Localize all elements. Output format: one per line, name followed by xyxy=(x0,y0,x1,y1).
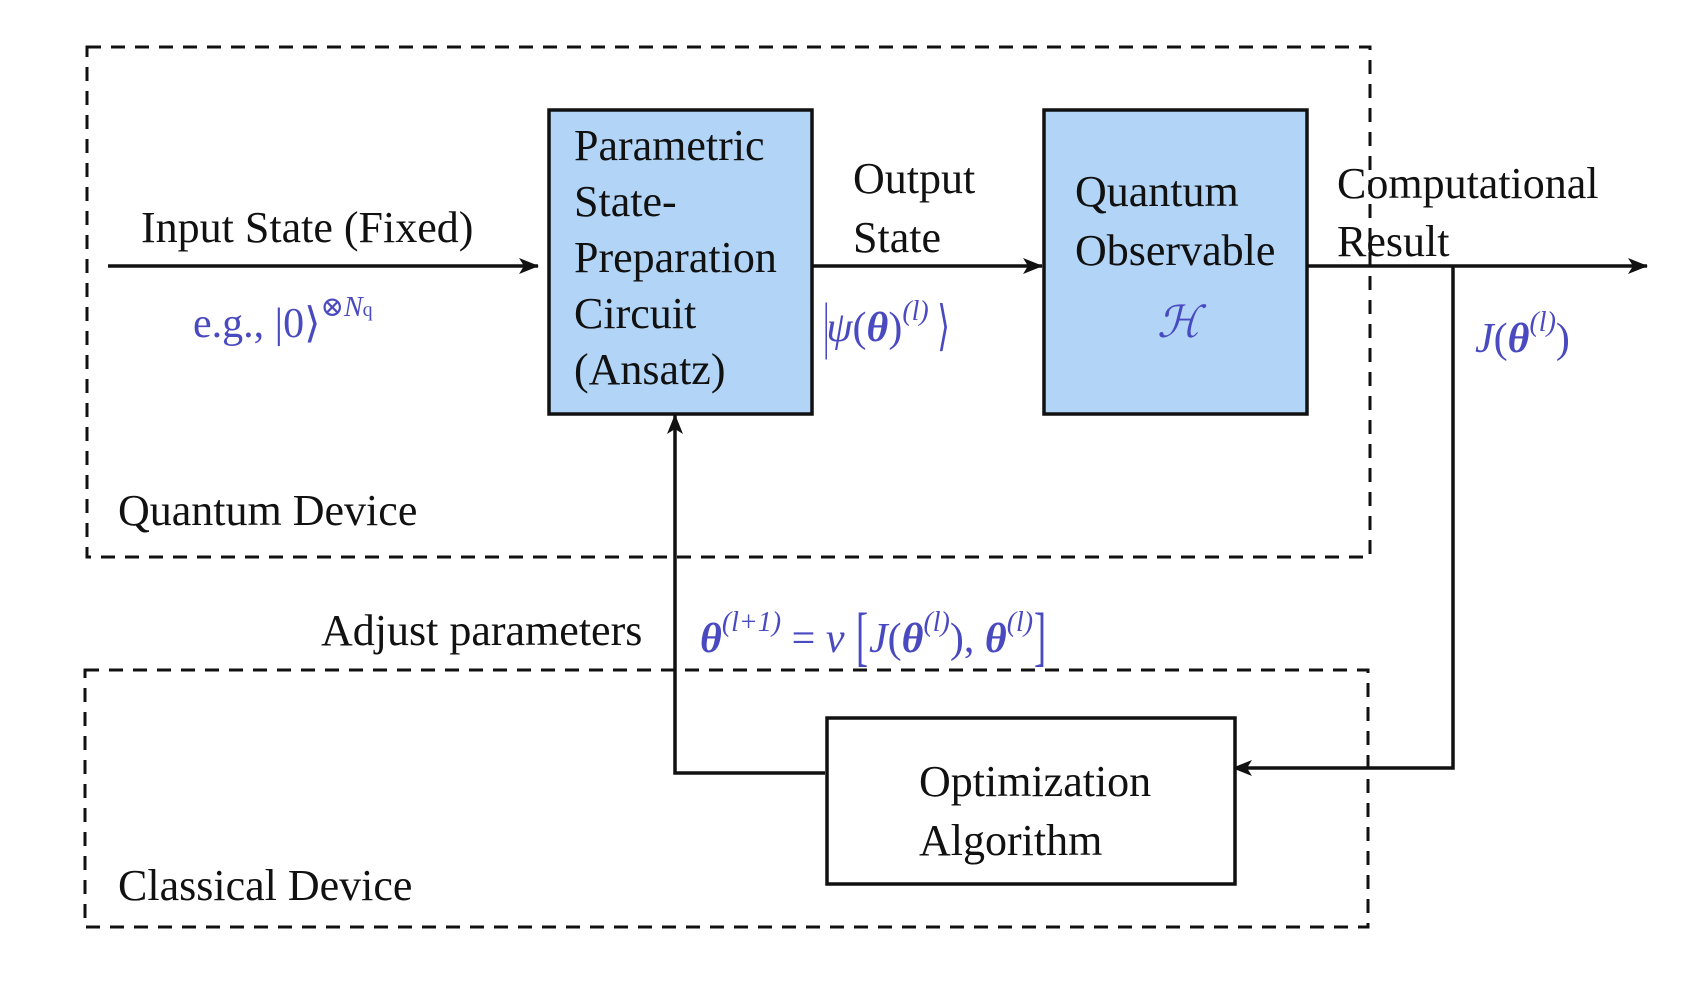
feedback-to-optimizer-arrow xyxy=(1232,266,1455,776)
input-state-math: e.g., |0⟩⊗Nq xyxy=(193,292,373,348)
quantum-device-region xyxy=(85,45,1372,559)
observable-line-1: Quantum xyxy=(1075,167,1239,216)
optimizer-line-2: Algorithm xyxy=(919,816,1103,865)
ansatz-line-3: Preparation xyxy=(574,233,777,282)
observable-line-2: Observable xyxy=(1075,226,1276,275)
ansatz-line-1: Parametric xyxy=(574,121,765,170)
ansatz-line-2: State- xyxy=(574,177,677,226)
ansatz-line-5: (Ansatz) xyxy=(574,345,726,394)
parameter-update-arrow xyxy=(667,414,825,775)
output-state-math: |ψ(θ)(l) ⟩ xyxy=(823,292,951,360)
hamiltonian-symbol: ℋ xyxy=(1157,298,1201,347)
cost-function-math: J(θ(l)) xyxy=(1475,307,1570,363)
classical-device-label: Classical Device xyxy=(118,861,413,910)
parameter-update-math: θ(l+1) = ν [J(θ(l)), θ(l)] xyxy=(700,600,1047,673)
output-state-label-line-1: Output xyxy=(853,154,976,203)
observable-box xyxy=(1042,108,1309,416)
optimizer-box xyxy=(825,716,1237,886)
computational-result-label-line-2: Result xyxy=(1337,217,1450,266)
optimizer-line-1: Optimization xyxy=(919,757,1152,806)
ansatz-box-text: Parametric State- Preparation Circuit (A… xyxy=(574,118,777,398)
ansatz-line-4: Circuit xyxy=(574,289,697,338)
computational-result-label-line-1: Computational xyxy=(1337,159,1599,208)
output-state-label-line-2: State xyxy=(853,213,941,262)
quantum-device-label: Quantum Device xyxy=(118,486,418,535)
input-state-label: Input State (Fixed) xyxy=(141,203,474,252)
ansatz-box xyxy=(547,108,814,416)
adjust-parameters-label: Adjust parameters xyxy=(321,606,643,655)
